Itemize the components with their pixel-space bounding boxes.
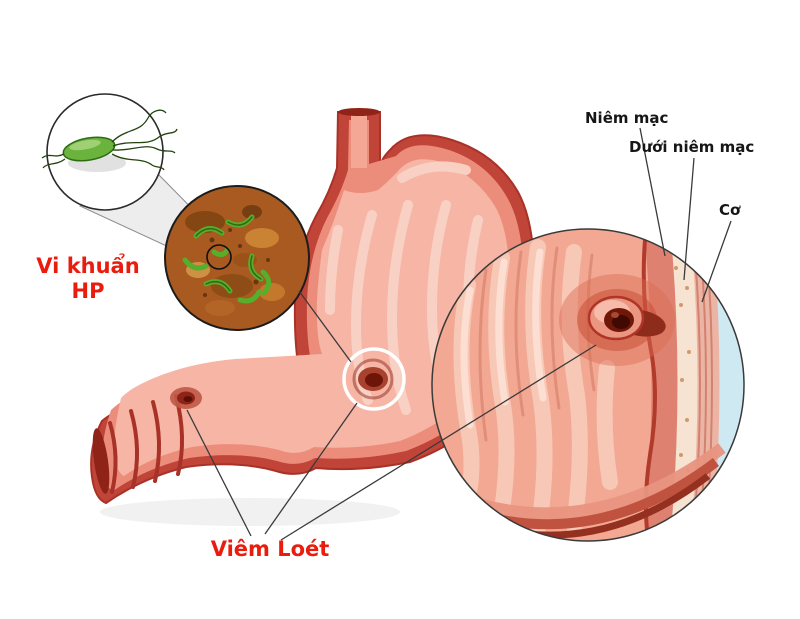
mucosa-leader-line xyxy=(639,127,666,257)
mucosa-layer xyxy=(644,229,678,541)
muscle-label: Cơ xyxy=(719,201,741,219)
ulcer-leader-line-stomach xyxy=(264,402,358,535)
ulcer-crater xyxy=(559,274,675,366)
stomach-inner-lining xyxy=(113,159,510,476)
submucosa-label: Dưới niêm mạc xyxy=(629,138,755,156)
duodenum xyxy=(108,394,185,494)
esophagus xyxy=(351,114,367,168)
mucosa-label: Niêm mạc xyxy=(585,109,669,127)
hp-magnifier-circle xyxy=(41,93,178,211)
tissue-sample-circle xyxy=(164,185,310,331)
stomach-ulcer xyxy=(352,358,394,400)
hp-bacteria-label: Vi khuẩn HP xyxy=(24,254,152,304)
muscle-leader-line xyxy=(701,220,732,303)
hp-bacteria-label-line2: HP xyxy=(71,278,105,303)
ulcer-leader-line-crosssection xyxy=(280,344,597,541)
stomach-illustration xyxy=(90,108,536,505)
flagella xyxy=(41,109,178,171)
hp-bacterium xyxy=(41,109,178,171)
magnified-area-marker xyxy=(206,244,232,270)
duodenal-ulcer xyxy=(170,387,202,409)
esophagus-opening xyxy=(338,108,380,116)
submucosa-leader-line xyxy=(683,157,695,281)
ulcer-leader-line-duodenum xyxy=(186,409,252,537)
duodenum-end-opening xyxy=(92,428,110,494)
leader-lines xyxy=(186,127,732,541)
tissue-bacteria xyxy=(182,214,272,304)
ulcer-label: Viêm Loét xyxy=(210,537,330,561)
ulcer-highlight-circle xyxy=(342,347,406,411)
hp-bacteria-label-line1: Vi khuẩn xyxy=(36,254,140,278)
stomach-shadow xyxy=(100,498,400,526)
tissue-texture xyxy=(185,205,285,316)
bacteria-to-ulcer-line xyxy=(298,290,352,363)
